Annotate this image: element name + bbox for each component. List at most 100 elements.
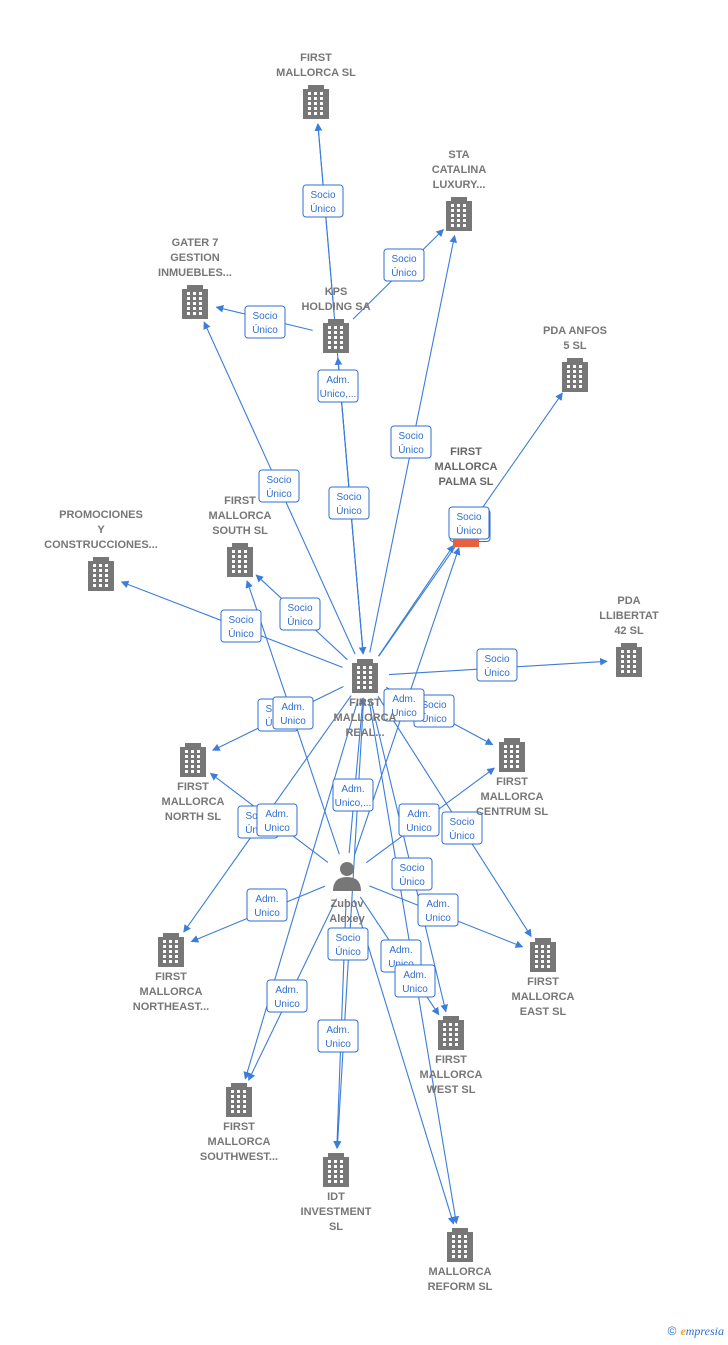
node-label: Alexey — [329, 913, 365, 925]
edge-label-box[interactable]: Adm.Unico,... — [317, 369, 359, 403]
node-label: FIRST — [450, 446, 482, 458]
edge-label-frame — [244, 305, 286, 339]
edge-label-box[interactable]: Adm.Unico — [272, 696, 314, 730]
edge-label-frame — [441, 811, 483, 845]
edge-label-frame — [220, 609, 262, 643]
building-window — [328, 1165, 331, 1168]
building-window — [334, 1175, 337, 1178]
building-window — [357, 666, 360, 669]
building-window — [541, 955, 544, 958]
edge-label-text: Único — [310, 202, 336, 215]
building-window — [363, 676, 366, 679]
node-first-mallorca-northeast[interactable]: FIRSTMALLORCANORTHEAST... — [133, 933, 209, 1013]
edge-label-box[interactable]: Adm. Unico — [394, 964, 436, 998]
building-window — [627, 670, 630, 673]
building-window — [99, 584, 102, 587]
building-window — [244, 555, 247, 558]
node-gater7[interactable]: GATER 7GESTIONINMUEBLES... — [158, 237, 232, 319]
building-window — [187, 292, 190, 295]
building-window — [243, 1110, 246, 1113]
node-label: MALLORCA — [140, 986, 203, 998]
edge-label-text: Unico — [325, 1039, 351, 1050]
building-window — [191, 765, 194, 768]
building-window — [463, 219, 466, 222]
building-window — [535, 950, 538, 953]
edge-label-text: Unico — [402, 984, 428, 995]
building-window — [621, 670, 624, 673]
node-first-mallorca-real[interactable]: FIRSTMALLORCAREAL... — [334, 659, 397, 739]
building-window — [458, 1235, 461, 1238]
building-window — [185, 765, 188, 768]
node-label: MALLORCA — [162, 796, 225, 808]
building-window — [457, 214, 460, 217]
node-label: HOLDING SA — [301, 301, 370, 313]
node-promociones[interactable]: PROMOCIONESYCONSTRUCCIONES... — [44, 509, 158, 591]
node-first-mallorca-southwest[interactable]: FIRSTMALLORCASOUTHWEST... — [200, 1083, 278, 1163]
building-window — [633, 665, 636, 668]
edge-label-box[interactable]: Adm.Unico — [383, 688, 425, 722]
edge-label-box[interactable]: Adm.Unico — [317, 1019, 359, 1053]
edge-label-frame — [279, 597, 321, 631]
building-window — [547, 955, 550, 958]
building-window — [579, 380, 582, 383]
edge-label-box[interactable]: Adm.Unico — [256, 803, 298, 837]
edge-label-text: Único — [399, 875, 425, 888]
edge-label-frame — [417, 893, 459, 927]
building-window — [99, 564, 102, 567]
building-window — [237, 1110, 240, 1113]
node-label: NORTH SL — [165, 811, 222, 823]
edge-label-box[interactable]: Adm.Unico — [266, 979, 308, 1013]
node-sta-catalina[interactable]: STACATALINALUXURY... — [432, 149, 487, 231]
edge-label-box[interactable]: Adm.Unico — [246, 888, 288, 922]
building-window — [567, 375, 570, 378]
empresia-footer[interactable]: ©empresia — [668, 1324, 724, 1339]
node-label: MALLORCA — [435, 461, 498, 473]
building-window — [627, 655, 630, 658]
building-window — [340, 336, 343, 339]
edge-label-text: Adm. — [403, 970, 426, 981]
building-window — [320, 107, 323, 110]
edge-label-box[interactable]: Adm.Unico,... — [332, 778, 374, 812]
building-window — [244, 550, 247, 553]
building-window — [452, 1235, 455, 1238]
building-window — [99, 569, 102, 572]
edge-label-frame — [328, 486, 370, 520]
edge-label-box[interactable]: Adm.Unico — [398, 803, 440, 837]
building-window — [163, 950, 166, 953]
building-window — [334, 341, 337, 344]
building-window — [535, 945, 538, 948]
building-window — [363, 686, 366, 689]
building-window — [187, 297, 190, 300]
building-window — [185, 755, 188, 758]
edge-label-box[interactable]: Adm.Unico — [417, 893, 459, 927]
building-window — [516, 760, 519, 763]
building-window — [579, 370, 582, 373]
